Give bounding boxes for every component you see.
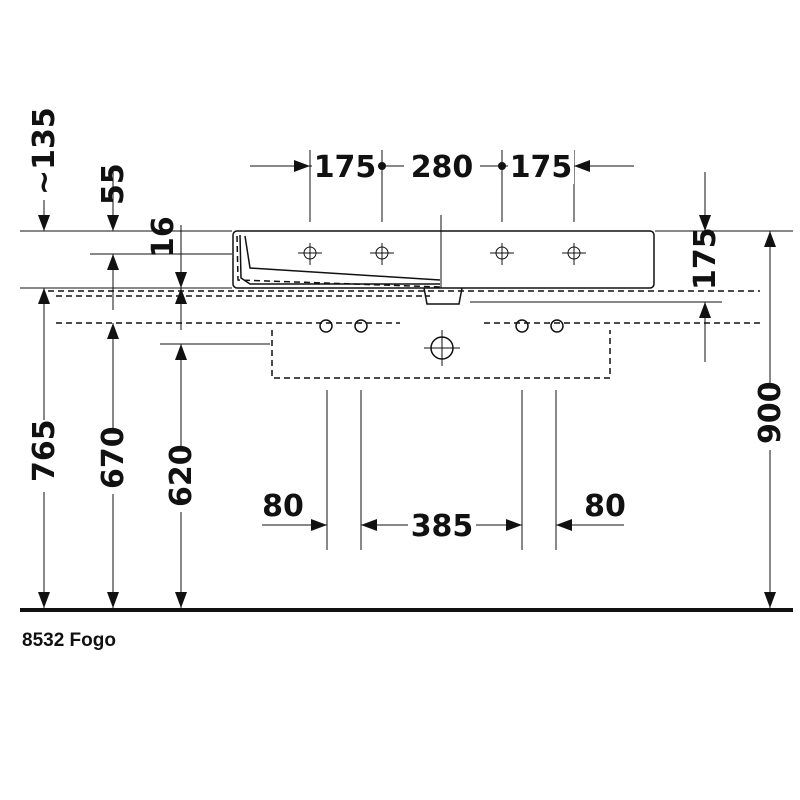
arrow-top-right [574,160,590,172]
basin-slope-hidden [236,235,441,288]
dim-left-135: ~135 [27,107,62,195]
dot-top-502 [498,162,506,170]
arrow-620-bottom [175,592,187,608]
arrow-right-175-bottom [699,302,711,318]
arrow-900-bottom [764,592,776,608]
arrow-620-top [175,288,187,304]
vanity-hidden-outline [271,330,611,379]
dim-top-center-280: 280 [411,150,474,185]
model-label: 8532 Fogo [22,630,116,651]
tap-hole-2 [370,243,394,265]
dim-leg-spacing-385: 385 [411,509,474,544]
arrow-670-bottom [107,592,119,608]
arrow-80-right [556,519,572,531]
tap-hole-3 [490,243,514,265]
arrow-765-bottom [38,592,50,608]
arrow-670-mid [107,323,119,339]
mount-hole-2 [354,319,368,333]
mount-hole-4 [550,319,564,333]
mount-hole-1 [319,319,333,333]
basin-slope-bottom [239,234,440,285]
dim-rim-16: 16 [146,216,181,258]
dim-leg-left-80: 80 [262,489,304,524]
dim-height-670: 670 [96,426,131,489]
arrow-900-top [764,231,776,247]
dim-top-left-175: 175 [314,150,377,185]
mount-hole-3 [515,319,529,333]
arrow-55 [107,215,119,231]
dot-top-382 [378,162,386,170]
arrow-135 [38,215,50,231]
arrow-top-left [294,160,310,172]
dim-height-900: 900 [753,381,788,444]
basin-outline [232,230,655,289]
dim-left-55: 55 [96,163,131,205]
dim-leg-right-80: 80 [584,489,626,524]
dim-right-175: 175 [688,227,723,290]
dim-height-620: 620 [164,444,199,507]
arrow-385-right [506,519,522,531]
arrow-765-top [38,288,50,304]
tap-hole-4 [562,243,586,265]
arrow-670-top [107,254,119,270]
arrow-right-175-top [699,215,711,231]
drain-outlet [423,287,463,305]
arrow-620-mid [175,344,187,360]
basin-slope-top [244,235,441,281]
dim-height-765: 765 [27,419,62,482]
tap-hole-1 [298,243,322,265]
dim-top-right-175: 175 [510,150,573,185]
arrow-80-left [311,519,327,531]
arrow-385-left [361,519,377,531]
arrow-16 [175,272,187,288]
